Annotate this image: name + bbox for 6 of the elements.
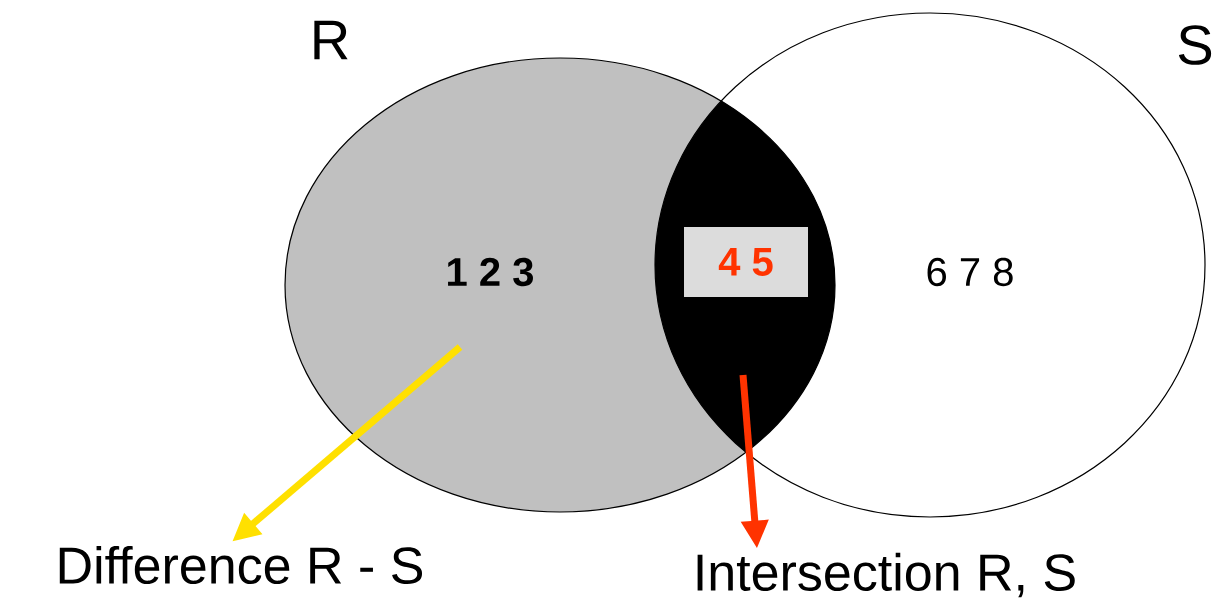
element-numbers: 6 7 8: [927, 257, 1013, 287]
element-numbers: 1 2 3: [448, 257, 533, 287]
set-label: R: [314, 20, 348, 60]
set-label: S: [1178, 25, 1212, 65]
operation-label: Intersection R, S: [697, 552, 1075, 598]
operation-label: Difference R - S: [59, 545, 423, 585]
